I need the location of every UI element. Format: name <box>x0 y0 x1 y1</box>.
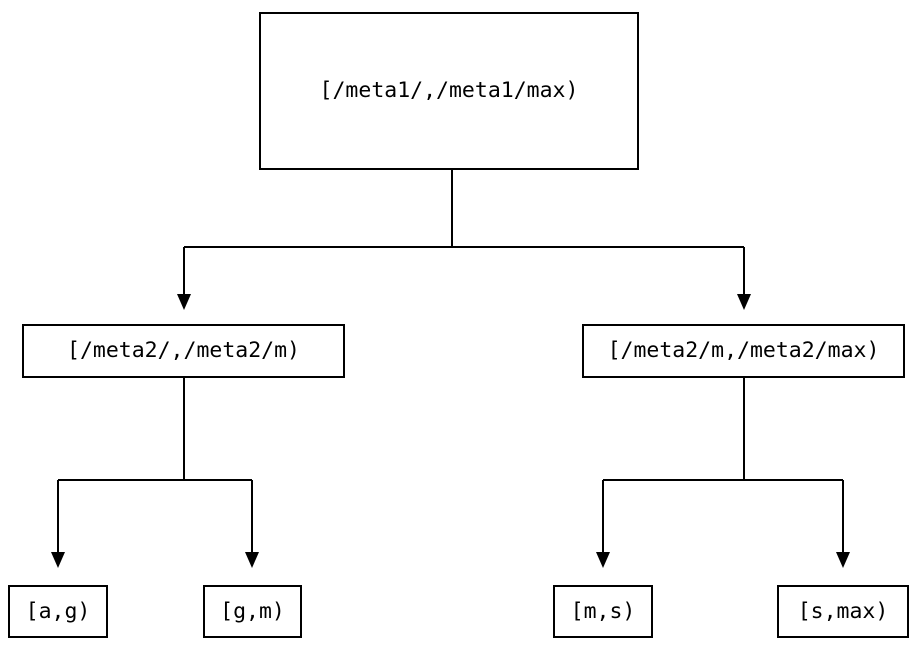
arrowhead-down-icon <box>245 552 259 568</box>
node-leaf-g-m: [g,m) <box>203 585 302 638</box>
node-meta2-high-range: [/meta2/m,/meta2/max) <box>582 324 905 378</box>
node-leaf-m-s: [m,s) <box>553 585 653 638</box>
node-label: [/meta2/m,/meta2/max) <box>607 338 880 364</box>
node-leaf-a-g: [a,g) <box>8 585 108 638</box>
edge-meta2high-to-leaves <box>596 378 850 568</box>
node-label: [a,g) <box>25 598 91 624</box>
edge-meta2low-to-leaves <box>51 378 259 568</box>
node-leaf-s-max: [s,max) <box>777 585 909 638</box>
arrowhead-down-icon <box>596 552 610 568</box>
edge-root-to-children <box>177 170 751 310</box>
node-meta2-low-range: [/meta2/,/meta2/m) <box>22 324 345 378</box>
arrowhead-down-icon <box>51 552 65 568</box>
node-label: [/meta1/,/meta1/max) <box>319 78 579 104</box>
arrowhead-down-icon <box>836 552 850 568</box>
node-label: [g,m) <box>220 598 285 624</box>
node-root-range: [/meta1/,/meta1/max) <box>259 12 639 170</box>
node-label: [s,max) <box>797 598 889 624</box>
node-label: [/meta2/,/meta2/m) <box>67 338 300 364</box>
node-label: [m,s) <box>570 598 636 624</box>
arrowhead-down-icon <box>737 294 751 310</box>
arrowhead-down-icon <box>177 294 191 310</box>
